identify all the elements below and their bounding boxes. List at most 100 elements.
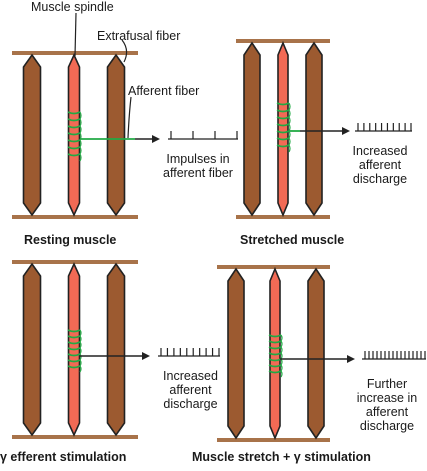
increased-b-line-1: Increased [163,369,218,383]
label-impulses: Impulses in afferent fiber [148,152,248,180]
stretch_gamma-coil-turn [268,352,282,356]
further-line-4: discharge [359,419,415,433]
resting-coil-turn [67,146,81,150]
gamma-coil-turn [67,335,81,339]
stretch_gamma-coil-turn [268,370,282,374]
stretch_gamma-arrow-head [347,355,355,363]
label-extrafusal-fiber: Extrafusal fiber [97,29,181,43]
resting-extrafusal-fiber-left [22,53,42,217]
stretched-coil-wrap [288,123,291,132]
resting-coil-wrap [79,125,82,134]
stretch_gamma-coil-wrap [280,346,283,354]
stretch_gamma-coil-wrap [280,370,283,378]
stretched-coil-wrap [288,116,291,125]
stretched-extrafusal-fiber-left [243,41,261,217]
stretch_gamma-coil-wrap [280,352,283,360]
increased-b-line-2: afferent [169,383,212,397]
further-line-3: afferent [365,405,409,419]
stretch_gamma-coil-turn [268,364,282,368]
gamma-coil-wrap [79,353,82,361]
stretched-extrafusal-fiber-right [305,41,323,217]
stretch_gamma-muscle-spindle [269,266,281,441]
stretched-coil-turn [276,109,290,113]
gamma-coil-turn [67,365,81,369]
resting-coil-wrap [79,153,82,162]
label-further-increase: Further increase in afferent discharge [348,377,426,433]
pointer-afferent-fiber [127,96,132,139]
label-muscle-spindle: Muscle spindle [31,0,114,14]
stretch_gamma-extrafusal-fiber-left [227,267,245,440]
stretch_gamma-top-tendon [217,265,330,269]
resting-extrafusal-fiber-right [106,53,126,217]
further-line-2: increase in [356,391,418,405]
gamma-coil-wrap [79,341,82,349]
stretched-coil-wrap [288,102,291,111]
resting-coil-turn [67,139,81,143]
caption-stretch-gamma: Muscle stretch + γ stimulation [192,450,371,464]
gamma-coil-turn [67,353,81,357]
stretch_gamma-coil-turn [268,346,282,350]
gamma-extrafusal-fiber-right [106,262,126,437]
stretched-muscle-spindle [277,40,289,218]
gamma-extrafusal-fiber-left [22,262,42,437]
gamma-top-tendon [12,260,138,264]
stretched-coil-turn [276,130,290,134]
resting-coil-wrap [79,118,82,127]
increased-a-line-1: Increased [352,144,408,158]
gamma-coil-turn [67,347,81,351]
gamma-coil-wrap [79,335,82,343]
resting-arrow-head [152,135,160,143]
stretch_gamma-coil-turn [268,358,282,362]
caption-stretched-muscle: Stretched muscle [240,233,345,247]
caption-resting-muscle: Resting muscle [24,233,117,247]
resting-coil-wrap [79,146,82,155]
gamma-coil-wrap [79,347,82,355]
gamma-arrow-head [142,352,150,360]
stretched-coil-wrap [288,137,291,146]
gamma-coil-turn [67,359,81,363]
stretched-coil-wrap [288,109,291,118]
resting-coil-wrap [79,111,82,120]
increased-a-line-2: afferent [358,158,402,172]
stretched-coil-turn [276,116,290,120]
pointer-muscle-spindle [74,12,77,57]
stretch_gamma-coil-turn [268,334,282,338]
resting-coil-turn [67,132,81,136]
stretched-arrow-head [342,127,350,135]
resting-coil-turn [67,153,81,157]
gamma-coil-wrap [79,365,82,373]
resting-coil-wrap [79,139,82,148]
label-increased-discharge-stretched: Increased afferent discharge [340,144,420,186]
gamma-coil-wrap [79,359,82,367]
resting-bottom-tendon [12,215,138,219]
stretched-coil-wrap [288,144,291,153]
stretch_gamma-coil-wrap [280,364,283,372]
label-afferent-fiber: Afferent fiber [128,84,200,98]
stretched-coil-turn [276,102,290,106]
stretched-coil-turn [276,144,290,148]
resting-coil-turn [67,111,81,115]
stretch_gamma-coil-turn [268,340,282,344]
further-line-1: Further [366,377,408,391]
impulses-line-2: afferent fiber [163,166,233,180]
gamma-coil-wrap [79,329,82,337]
caption-gamma-stimulation: γ efferent stimulation [0,450,127,464]
pointer-extrafusal-fiber [121,39,128,63]
impulses-line-1: Impulses in [166,152,230,166]
gamma-coil-turn [67,329,81,333]
stretch_gamma-coil-wrap [280,334,283,342]
gamma-bottom-tendon [12,435,138,439]
stretch_gamma-coil-wrap [280,340,283,348]
resting-coil-turn [67,125,81,129]
increased-a-line-3: discharge [352,172,408,186]
increased-b-line-3: discharge [163,397,218,411]
gamma-coil-turn [67,341,81,345]
stretched-coil-turn [276,137,290,141]
label-increased-discharge-gamma: Increased afferent discharge [148,369,233,411]
stretched-coil-wrap [288,130,291,139]
stretched-coil-turn [276,123,290,127]
stretch_gamma-coil-wrap [280,358,283,366]
resting-coil-turn [67,118,81,122]
